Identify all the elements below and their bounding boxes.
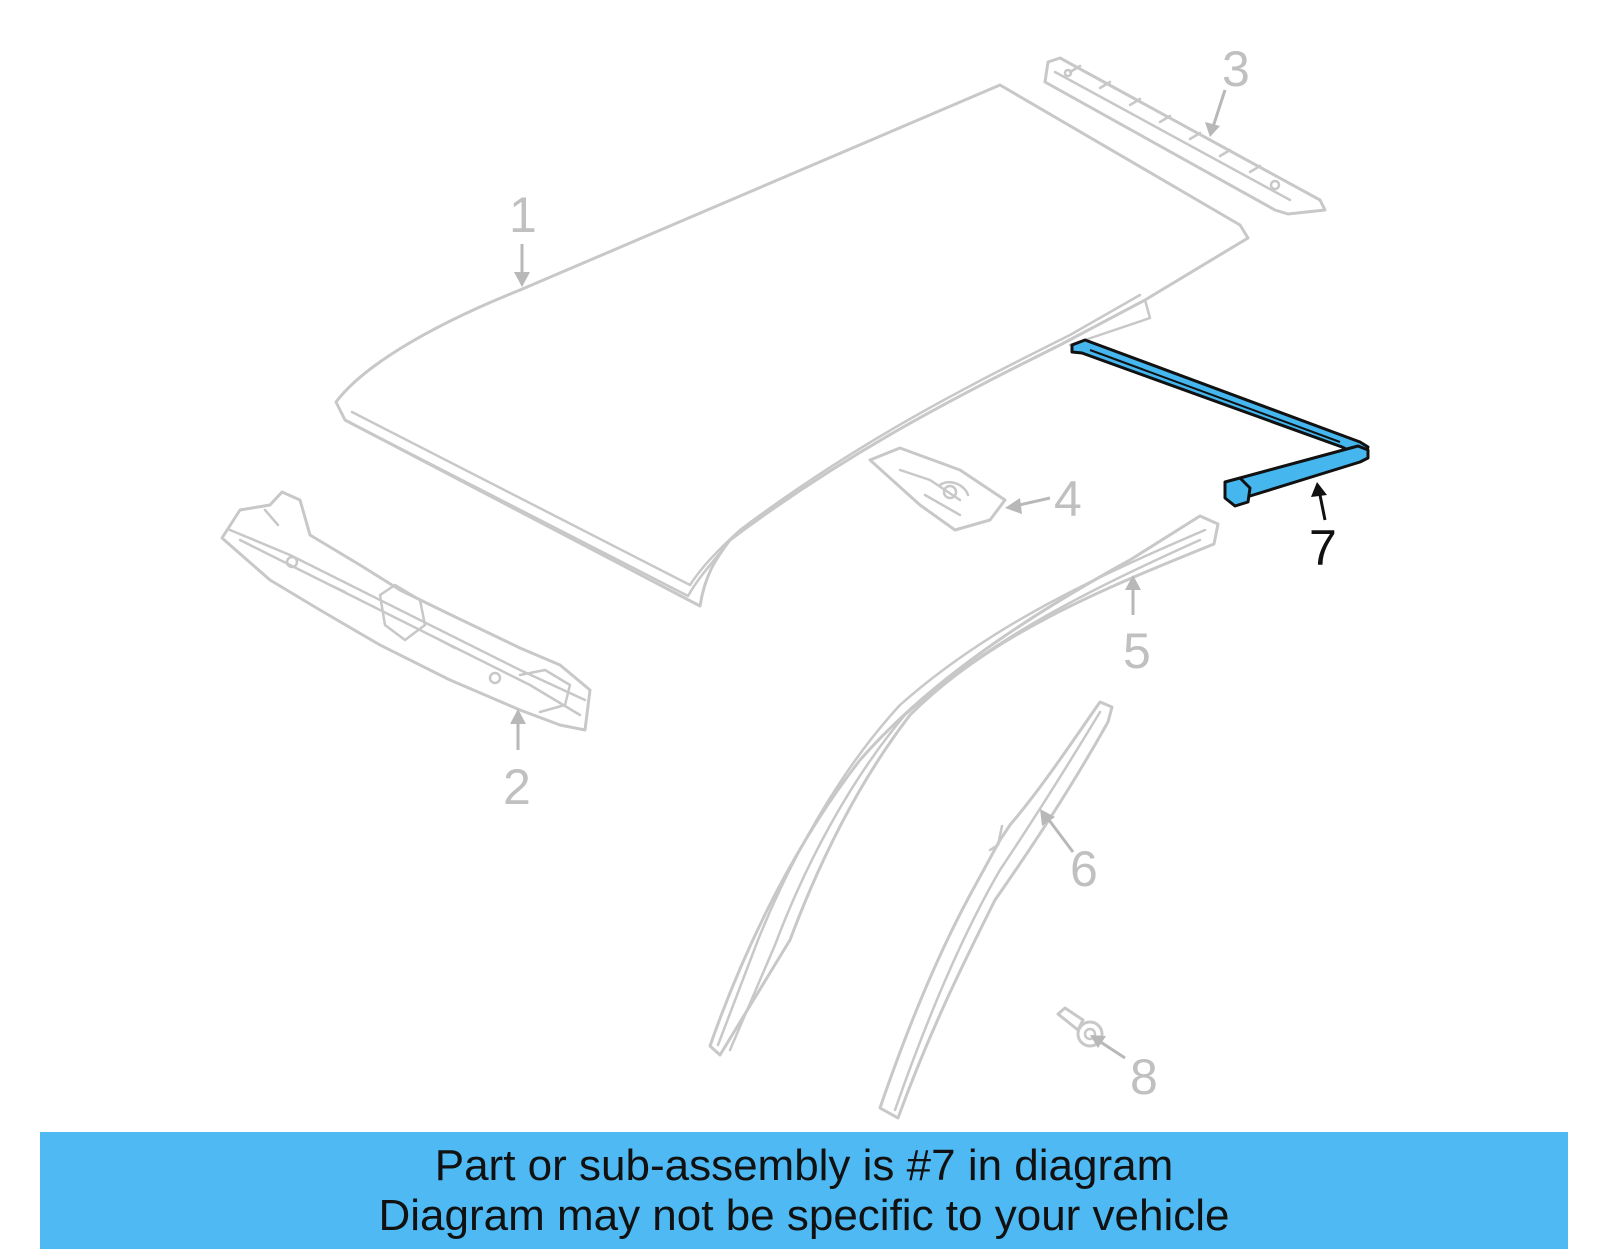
- callout-5: 5: [1123, 623, 1151, 679]
- roof-panel-part[interactable]: [334, 83, 1250, 608]
- banner-line-1: Part or sub-assembly is #7 in diagram: [434, 1140, 1174, 1190]
- callout-labels: 1 2 3 4 5 6 7 8: [503, 41, 1337, 1105]
- callout-8: 8: [1130, 1049, 1158, 1105]
- callout-2: 2: [503, 759, 531, 815]
- callout-1: 1: [509, 187, 537, 243]
- callout-6: 6: [1070, 841, 1098, 897]
- side-rail-part-5[interactable]: [708, 514, 1220, 1057]
- callout-3: 3: [1222, 41, 1250, 97]
- pillar-trim-part-6[interactable]: [878, 700, 1114, 1120]
- callout-4: 4: [1054, 471, 1082, 527]
- info-banner: Part or sub-assembly is #7 in diagram Di…: [40, 1132, 1568, 1249]
- leader-lines: [510, 89, 1327, 1060]
- callout-7: 7: [1309, 520, 1337, 576]
- rear-rail-part-3[interactable]: [1043, 56, 1327, 216]
- front-rail-part-2[interactable]: [220, 490, 592, 732]
- bracket-part-4[interactable]: [868, 446, 1007, 532]
- banner-line-2: Diagram may not be specific to your vehi…: [378, 1190, 1230, 1240]
- parts-diagram: 1 2 3 4 5 6 7 8: [220, 41, 1370, 1120]
- roof-molding-part-7[interactable]: [1070, 338, 1370, 508]
